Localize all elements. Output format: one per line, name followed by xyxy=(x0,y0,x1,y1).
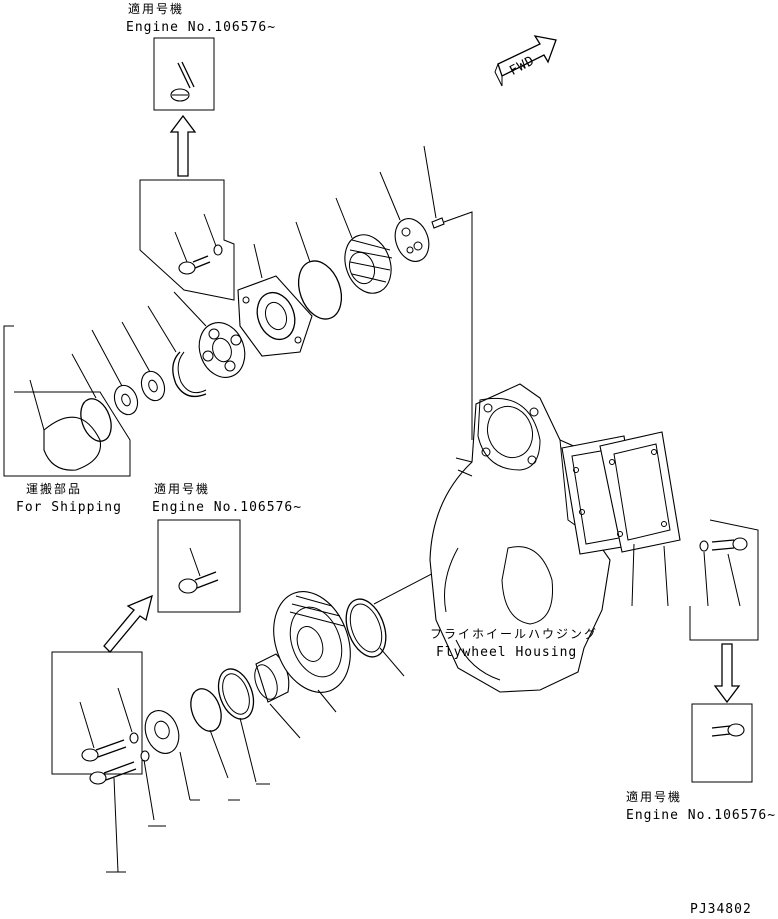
callout-top-left: 適用号機 Engine No.106576~ xyxy=(126,1,276,177)
bearing-small-icon xyxy=(394,218,430,262)
side-cover-icon xyxy=(599,431,681,553)
washer-icon xyxy=(699,540,709,552)
thrust-washer-icon xyxy=(217,668,255,720)
upper-bolt-group xyxy=(139,179,235,301)
callout-bottom-right-engine: Engine No.106576~ xyxy=(626,808,776,823)
side-cover-group xyxy=(561,431,759,783)
callout-bottom-right-jp: 適用号機 xyxy=(626,789,682,804)
figure-code: PJ34802 xyxy=(690,902,752,917)
washer-icon xyxy=(140,750,150,762)
lock-washer-icon xyxy=(140,370,166,402)
snap-ring-icon xyxy=(172,351,207,398)
washer-icon xyxy=(129,732,139,744)
timing-gear-icon xyxy=(273,591,351,693)
o-ring-icon xyxy=(80,398,112,442)
thrust-plate-icon xyxy=(345,598,387,658)
callout-middle: 適用号機 Engine No.106576~ xyxy=(103,481,302,653)
bushing-icon xyxy=(255,653,290,703)
shipping-en: For Shipping xyxy=(16,500,122,515)
arrow-down-icon xyxy=(713,643,741,704)
lock-nut-icon xyxy=(113,384,139,416)
bolt-icon xyxy=(178,255,211,275)
idler-gear-icon xyxy=(344,234,392,294)
shipping-jp: 運搬部品 xyxy=(26,481,82,496)
bolt-icon xyxy=(178,571,219,594)
callout-middle-engine: Engine No.106576~ xyxy=(152,500,302,515)
arrow-up-icon xyxy=(169,114,197,177)
arrow-diagonal-icon xyxy=(103,594,153,653)
bolt-icon xyxy=(170,61,195,102)
callout-middle-box xyxy=(157,519,241,613)
bolt-icon xyxy=(711,723,745,737)
callout-top-left-engine: Engine No.106576~ xyxy=(126,20,276,35)
bolt-icon xyxy=(89,761,137,785)
bolt-icon xyxy=(81,739,127,762)
callout-bottom-right: 適用号機 Engine No.106576~ xyxy=(626,789,776,823)
fwd-arrow: FWD xyxy=(494,35,557,87)
washer-icon xyxy=(213,244,223,256)
housing-jp: フライホイールハウジング xyxy=(430,627,598,641)
shipping-cover-icon xyxy=(43,416,102,471)
callout-bottom-right-box xyxy=(691,703,753,783)
callout-middle-jp: 適用号機 xyxy=(154,481,210,496)
callout-top-left-jp: 適用号機 xyxy=(128,1,184,16)
lower-bolt-group xyxy=(51,651,166,873)
housing-en: Flywheel Housing xyxy=(436,645,577,660)
hub-icon xyxy=(144,710,180,754)
housing-label: フライホイールハウジング Flywheel Housing xyxy=(430,627,598,660)
upper-parts-row xyxy=(29,145,473,471)
shipping-group: 運搬部品 For Shipping xyxy=(3,325,131,515)
retainer-icon xyxy=(237,275,313,357)
bolt-icon xyxy=(711,537,748,551)
callout-top-left-box xyxy=(153,37,215,111)
pin-icon xyxy=(431,217,445,229)
o-ring-icon xyxy=(190,688,222,732)
